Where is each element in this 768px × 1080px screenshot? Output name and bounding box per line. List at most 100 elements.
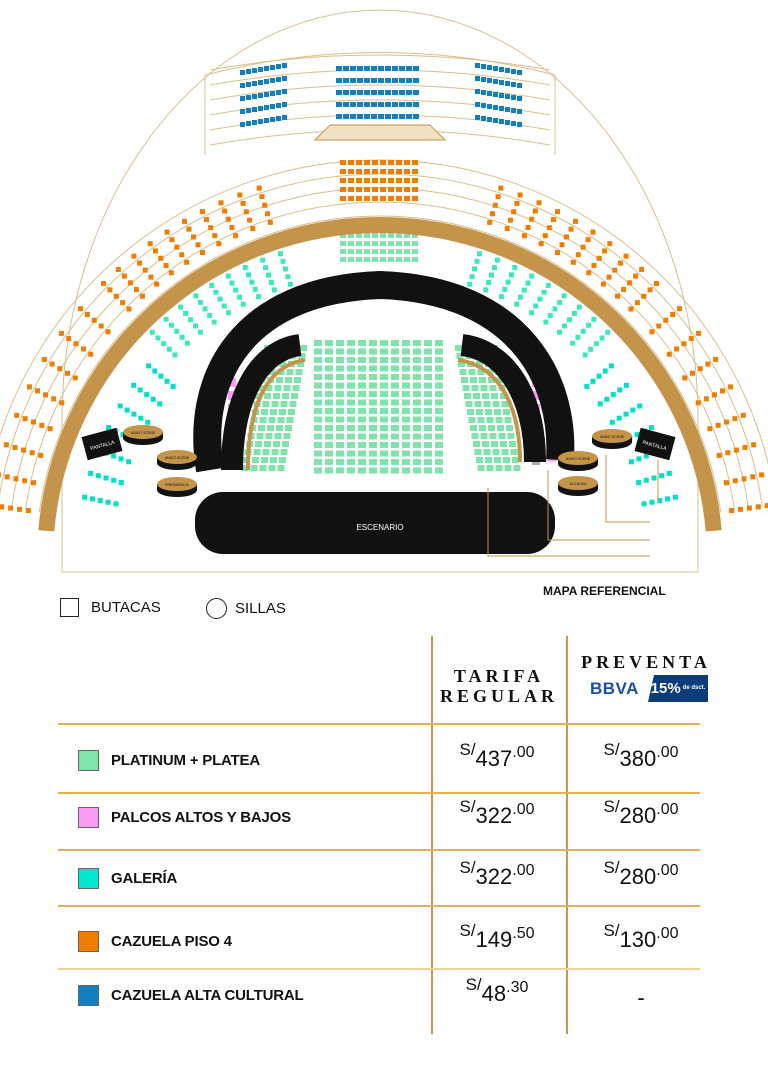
galeria-seat [168, 322, 174, 328]
cazuela-seat [340, 178, 346, 183]
cazuela-seat [715, 422, 721, 428]
cazuela-alta-seat [258, 93, 263, 98]
zone-name: PALCOS ALTOS Y BAJOS [111, 809, 291, 826]
platea-seat [483, 449, 491, 455]
galeria-seat [561, 293, 567, 299]
galeria-seat [396, 241, 402, 246]
cazuela-seat [229, 224, 235, 230]
cazuela-seat [487, 219, 493, 225]
cazuela-seat [492, 202, 498, 208]
galeria-seat [106, 425, 112, 431]
cazuela-alta-seat [475, 115, 480, 120]
platea-seat [473, 393, 480, 399]
cazuela-alta-seat [511, 95, 516, 100]
platea-seat [424, 416, 432, 423]
cazuela-alta-seat [487, 65, 492, 70]
cazuela-seat [182, 218, 187, 224]
galeria-seat [118, 456, 124, 462]
platea-seat [477, 417, 485, 423]
zone-row: CAZUELA PISO 4 [78, 931, 232, 952]
platea-seat [369, 348, 377, 355]
cazuela-seat [653, 281, 659, 287]
platea-seat [298, 353, 306, 359]
platea-seat [494, 457, 501, 463]
platea-seat [413, 348, 421, 355]
platea-seat [435, 382, 443, 389]
platea-seat [241, 465, 249, 471]
galeria-seat [348, 249, 354, 254]
galeria-seat [597, 401, 603, 407]
avant-scene-box-label: AVANT SCENE [165, 456, 190, 460]
bbva-discount-badge: BBVA 15%de dsct. [590, 675, 708, 702]
platea-seat [264, 441, 271, 447]
galeria-seat [131, 382, 137, 388]
galeria-seat [412, 241, 418, 246]
platea-seat [413, 467, 421, 474]
platea-seat [435, 399, 443, 406]
cazuela-seat [31, 480, 37, 486]
platea-seat [380, 374, 388, 380]
cazuela-seat [602, 248, 608, 254]
galeria-seat [404, 233, 410, 238]
platea-seat [369, 357, 377, 363]
cazuela-seat [720, 388, 725, 394]
cazuela-seat [372, 178, 378, 183]
platea-seat [482, 441, 489, 447]
cazuela-seat [396, 187, 402, 192]
cazuela-seat [723, 480, 729, 486]
platea-seat [314, 374, 322, 380]
platea-seat [358, 442, 366, 448]
cazuela-seat [742, 444, 748, 450]
cazuela-seat [764, 503, 768, 509]
galeria-seat [582, 352, 588, 358]
cazuela-seat [107, 287, 113, 293]
cazuela-seat [105, 329, 111, 335]
cazuela-seat [372, 160, 378, 165]
platea-seat [413, 416, 421, 423]
cazuela-seat [208, 225, 214, 231]
platea-seat [435, 425, 443, 431]
cazuela-alta-seat [378, 102, 384, 107]
platea-seat [455, 345, 462, 351]
cazuela-seat [412, 196, 418, 201]
galeria-seat [193, 293, 199, 299]
bbva-logo: BBVA [590, 678, 639, 698]
stage-label: ESCENARIO [356, 523, 403, 532]
galeria-seat [372, 241, 378, 246]
platea-seat [473, 441, 480, 447]
cazuela-seat [142, 267, 148, 273]
platea-seat [435, 391, 443, 397]
platea-seat [369, 442, 377, 448]
cazuela-seat [695, 400, 701, 406]
cazuela-alta-seat [517, 109, 522, 114]
hall-outline [61, 9, 699, 573]
platea-seat [358, 382, 366, 389]
platea-seat [501, 401, 509, 407]
cazuela-seat [627, 280, 633, 286]
cazuela-alta-seat [252, 68, 257, 73]
platea-seat [491, 441, 498, 447]
platea-seat [300, 345, 307, 351]
galeria-seat [543, 319, 549, 325]
cazuela-seat [348, 160, 354, 165]
galeria-seat [467, 281, 473, 287]
cazuela-seat [623, 253, 629, 259]
platea-seat [369, 425, 377, 431]
cazuela-alta-seat [350, 66, 356, 71]
platea-seat [277, 465, 285, 471]
platea-seat [424, 442, 432, 448]
cazuela-alta-seat [406, 66, 412, 71]
cazuela-seat [649, 329, 655, 335]
cazuela-seat [713, 356, 719, 362]
cazuela-alta-seat [475, 63, 480, 68]
alcaldia-box-label: ALCALDIA [570, 482, 588, 486]
platea-seat [314, 399, 322, 406]
cazuela-seat [240, 200, 246, 206]
cazuela-seat [380, 187, 386, 192]
galeria-seat [584, 383, 590, 389]
connector-line [487, 488, 650, 557]
platea-seat [413, 399, 421, 406]
galeria-seat [256, 294, 262, 300]
platea-seat [486, 465, 494, 471]
cazuela-seat [17, 506, 23, 512]
